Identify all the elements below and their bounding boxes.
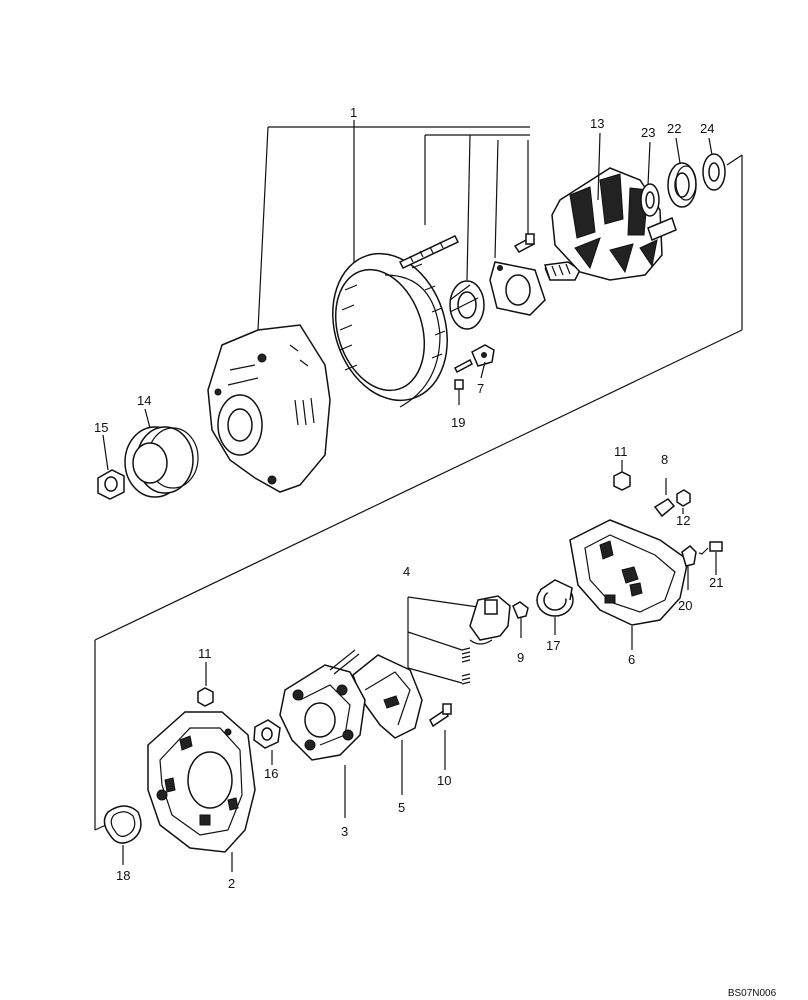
part-12-nut (676, 489, 691, 507)
part-10-screw (429, 703, 452, 770)
callout-6: 6 (628, 652, 635, 667)
diagram-code: BS07N006 (728, 988, 777, 999)
drive-end-frame (207, 324, 331, 493)
part-15-nut (97, 469, 125, 500)
callout-5: 5 (398, 800, 405, 815)
stud-bolt (398, 235, 460, 269)
callout-12: 12 (676, 513, 690, 528)
part-11-nut-upper (613, 471, 631, 491)
retainer-screw (513, 233, 536, 253)
callout-14: 14 (137, 393, 151, 408)
bearing-retainer-plate (489, 261, 546, 316)
bearing-drive-end (449, 280, 485, 330)
exploded-view-guide-lines (94, 154, 743, 831)
callout-24: 24 (700, 121, 714, 136)
part-14-pulley (124, 426, 199, 498)
callout-labels: 1 13 23 22 24 7 19 14 15 11 8 12 21 20 6… (94, 105, 723, 891)
leader-lines (102, 132, 717, 765)
part-4-brush-holder (407, 595, 511, 685)
callout-10: 10 (437, 773, 451, 788)
part-16-insulator (253, 719, 281, 749)
callout-1: 1 (350, 105, 357, 120)
part-3-rectifier (279, 649, 366, 818)
part-5-regulator (352, 654, 423, 795)
callout-7: 7 (477, 381, 484, 396)
part-8-terminal-insulator (653, 478, 676, 518)
part-18-seal (103, 805, 142, 865)
callout-3: 3 (341, 824, 348, 839)
part-24-bearing-cover (702, 153, 726, 191)
part-22-bearing (667, 162, 697, 208)
callout-4: 4 (403, 564, 410, 579)
part-23-spacer (640, 183, 660, 217)
part-7-clip (454, 344, 495, 374)
part-21-screw (698, 541, 723, 555)
part-9-screw (512, 601, 529, 638)
part-20-clip (681, 545, 697, 590)
callout-9: 9 (517, 650, 524, 665)
callout-17: 17 (546, 638, 560, 653)
callout-8: 8 (661, 452, 668, 467)
callout-13: 13 (590, 116, 604, 131)
callout-18: 18 (116, 868, 130, 883)
callout-20: 20 (678, 598, 692, 613)
part-19-screw (454, 379, 464, 405)
callout-22: 22 (667, 121, 681, 136)
part-11-nut-lower (197, 662, 214, 707)
stator (332, 252, 448, 408)
callout-16: 16 (264, 766, 278, 781)
bracket-item-1 (257, 120, 530, 331)
callout-19: 19 (451, 415, 465, 430)
part-17-cover-ring (536, 579, 574, 617)
callout-11-lower: 11 (198, 646, 212, 661)
part-2-rear-frame (147, 711, 256, 872)
callout-11-upper: 11 (614, 444, 628, 459)
callout-23: 23 (641, 125, 655, 140)
part-6-rear-cover (569, 519, 689, 626)
callout-2: 2 (228, 876, 235, 891)
callout-21: 21 (709, 575, 723, 590)
rotor (544, 167, 677, 281)
callout-15: 15 (94, 420, 108, 435)
